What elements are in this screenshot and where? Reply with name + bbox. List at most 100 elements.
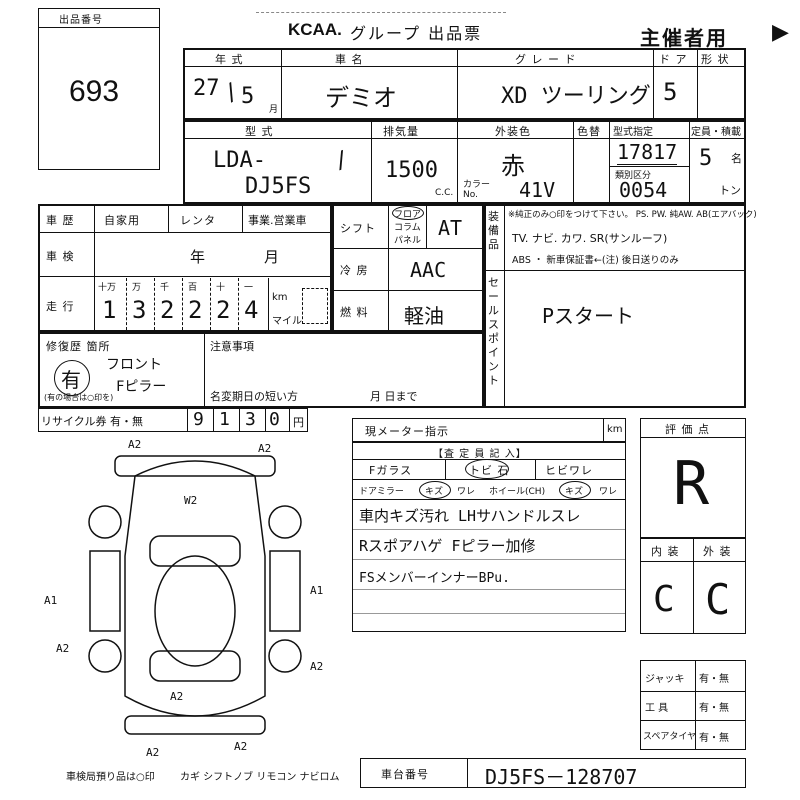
tons-unit: トン bbox=[719, 184, 741, 197]
mileage-check-box bbox=[302, 288, 328, 324]
recycle-digit-1: 1 bbox=[219, 409, 230, 430]
accessory-box: ジャッキ 有・無 工 具 有・無 スペアタイヤ 有・無 bbox=[640, 660, 746, 750]
short-title-label: 名変期日の短い方 bbox=[210, 390, 298, 403]
ac-value: AAC bbox=[410, 258, 447, 282]
model-slash: / bbox=[331, 146, 353, 175]
mileage-digit-5: 4 bbox=[244, 296, 259, 324]
inspection-label: 車 検 bbox=[46, 250, 75, 263]
repair-label: 修復歴 箇所 bbox=[46, 340, 111, 353]
mileage-unit-4: 十 bbox=[216, 283, 226, 293]
diagram-mark-0: A2 bbox=[128, 438, 142, 451]
jack-value: 有・無 bbox=[699, 674, 729, 685]
recycle-digit-0: 9 bbox=[193, 409, 204, 430]
mileage-unit-1: 万 bbox=[132, 283, 142, 293]
color-no-label: カラーNo. bbox=[463, 180, 491, 200]
repair-note: (有の場合は○印を) bbox=[44, 393, 114, 402]
km-label: km bbox=[272, 292, 288, 303]
note-line-1: 車内キズ汚れ LHサハンドルスレ bbox=[359, 507, 581, 525]
sales-point-value: Pスタート bbox=[542, 304, 635, 328]
interior-value: C bbox=[653, 579, 675, 620]
mileage-unit-5: 一 bbox=[244, 283, 254, 293]
items-label: 車検局預り品は○印 bbox=[66, 772, 155, 783]
spare-value: 有・無 bbox=[699, 733, 729, 744]
ac-label: 冷 房 bbox=[340, 264, 369, 277]
note-line-3: FSメンバーインナーBPu. bbox=[359, 571, 510, 586]
mileage-unit-3: 百 bbox=[188, 283, 198, 293]
tools-label: 工 具 bbox=[645, 703, 669, 714]
year-label: 年 式 bbox=[215, 53, 244, 66]
inspection-year-unit: 年 bbox=[190, 248, 207, 266]
meter-row: 現メーター指示 km bbox=[352, 418, 626, 442]
tools-value: 有・無 bbox=[699, 703, 729, 714]
private-label: 自家用 bbox=[104, 214, 140, 227]
chassis-row: 車台番号 DJ5FS－128707 bbox=[360, 758, 746, 789]
arrow-icon: ▶ bbox=[772, 20, 789, 45]
mileage-unit-2: 千 bbox=[160, 283, 170, 293]
displacement-value: 1500 bbox=[385, 158, 438, 183]
recycle-digit-2: 3 bbox=[245, 409, 256, 430]
mirror-label: ドアミラー bbox=[359, 487, 404, 497]
mileage-digit-2: 2 bbox=[160, 296, 175, 324]
recycle-label: リサイクル券 有・無 bbox=[41, 415, 143, 428]
equipment-line1: ※純正のみ○印をつけて下さい。 PS. PW. 純AW. AB(エアバック) bbox=[508, 210, 757, 220]
persons-unit: 名 bbox=[731, 152, 742, 165]
exterior-value: C bbox=[705, 575, 731, 624]
miles-label: マイル bbox=[272, 316, 302, 327]
designation-value: 17817 bbox=[617, 140, 678, 165]
lot-number: 693 bbox=[69, 75, 120, 108]
mileage-unit-0: 十万 bbox=[98, 283, 117, 293]
body-type-label: 形 状 bbox=[701, 53, 730, 66]
diagram-mark-4: A1 bbox=[310, 584, 324, 597]
model-line2: DJ5FS bbox=[245, 174, 312, 199]
repair-value: 有 bbox=[61, 368, 81, 392]
score-label: 評 価 点 bbox=[665, 423, 710, 436]
glass-label: Fガラス bbox=[369, 464, 413, 477]
items-list: カギ シフトノブ リモコン ナビロム bbox=[180, 772, 340, 783]
shift-label: シフト bbox=[340, 222, 376, 235]
inspection-month-unit: 月 bbox=[264, 248, 281, 266]
equipment-block: 装備品 セールスポイント ※純正のみ○印をつけて下さい。 PS. PW. 純AW… bbox=[484, 204, 757, 408]
repair-location-1: フロント bbox=[106, 357, 162, 373]
diagram-mark-3: A1 bbox=[44, 594, 58, 607]
car-name-label: 車 名 bbox=[335, 53, 364, 66]
year-month: 5 bbox=[241, 84, 255, 109]
diagram-mark-5: A2 bbox=[56, 642, 70, 655]
yen-label: 円 bbox=[293, 416, 304, 429]
shift-circle bbox=[392, 206, 424, 220]
repair-location-2: Fピラー bbox=[116, 379, 167, 395]
repair-block: 修復歴 箇所 有 フロント Fピラー (有の場合は○印を) 注意事項 名変期日の… bbox=[38, 332, 484, 408]
mileage-digit-1: 3 bbox=[132, 296, 147, 324]
meter-label: 現メーター指示 bbox=[365, 425, 449, 438]
year-era: 27 bbox=[193, 76, 220, 101]
recycle-row: リサイクル券 有・無 9 1 3 0 円 bbox=[38, 408, 308, 432]
wheel-break: ワレ bbox=[599, 487, 618, 497]
spec-row: 型 式 排気量 外装色 色替 型式指定 定員・積載 類別区分 LDA- / DJ… bbox=[183, 120, 746, 204]
diagram-mark-2: W2 bbox=[184, 494, 198, 507]
shift-panel: パネル bbox=[394, 236, 422, 246]
business-label: 事業.営業車 bbox=[248, 214, 307, 227]
designation-label: 型式指定 bbox=[613, 127, 653, 138]
repair-circle bbox=[54, 360, 90, 396]
notes-label: 注意事項 bbox=[210, 340, 254, 353]
meter-unit: km bbox=[607, 424, 623, 435]
score-box: 評 価 点 R bbox=[640, 418, 746, 538]
brand-logo: KCAA. bbox=[288, 20, 342, 39]
mileage-label: 走 行 bbox=[46, 300, 75, 313]
equipment-line3: ABS ・ 新車保証書←(注) 後日送りのみ bbox=[512, 255, 679, 266]
displacement-label: 排気量 bbox=[383, 125, 419, 138]
shift-column: コラム bbox=[394, 223, 421, 233]
diagram-mark-1: A2 bbox=[258, 442, 272, 455]
note-line-2: Rスポアハゲ Fピラー加修 bbox=[359, 537, 536, 555]
diagram-mark-9: A2 bbox=[234, 740, 248, 753]
grade-label: グ レ ー ド bbox=[515, 53, 577, 66]
assessor-block: 【査 定 員 記 入】 Fガラス トビ 石 ヒビワレ ドアミラー キズ ワレ ホ… bbox=[352, 442, 626, 632]
exterior-label: 外 装 bbox=[703, 545, 732, 558]
mileage-digit-4: 2 bbox=[216, 296, 231, 324]
chassis-label: 車台番号 bbox=[381, 768, 429, 781]
exterior-color-label: 外装色 bbox=[495, 125, 531, 138]
spare-label: スペアタイヤ bbox=[643, 732, 697, 742]
shift-value: AT bbox=[438, 216, 463, 240]
interior-label: 内 装 bbox=[651, 545, 680, 558]
fuel-label: 燃 料 bbox=[340, 306, 369, 319]
